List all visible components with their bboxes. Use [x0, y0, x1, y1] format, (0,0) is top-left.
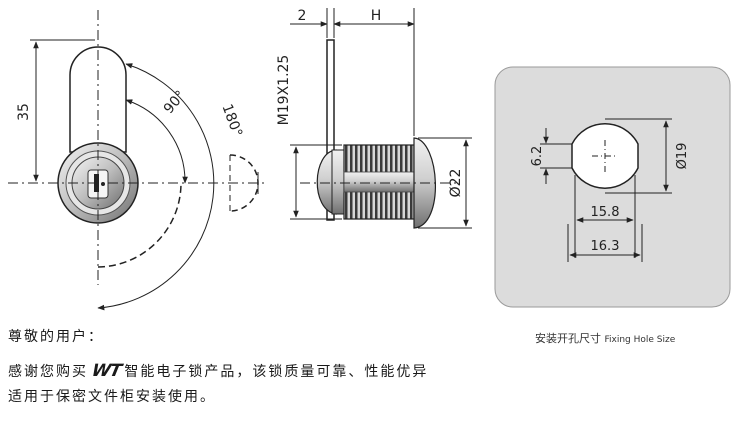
- greeting-text: 尊敬的用户：: [8, 329, 104, 345]
- intro-line-2: 适用于保密文件柜安装使用。: [8, 389, 216, 405]
- fixing-hole-caption: 安装开孔尺寸 Fixing Hole Size: [535, 330, 675, 346]
- technical-drawing: 35 90° 180° 2 H M19X: [8, 8, 731, 311]
- caption-en: Fixing Hole Size: [604, 335, 676, 345]
- caption-zh: 安装开孔尺寸: [535, 332, 601, 345]
- side-view: 2 H M19X1.25 Ø22: [276, 8, 472, 229]
- dim-hole-6-2: 6.2: [530, 146, 545, 167]
- dim-hole-15-8: 15.8: [591, 205, 620, 220]
- dim-35: 35: [16, 103, 32, 121]
- dim-length-h: H: [371, 8, 382, 24]
- dim-angle-90: 90°: [161, 88, 189, 117]
- dim-hole-16-3: 16.3: [591, 239, 620, 254]
- dim-thickness-2: 2: [298, 8, 307, 24]
- dim-thread: M19X1.25: [276, 55, 292, 126]
- intro-line-1-start: 感谢您购买: [8, 364, 88, 380]
- intro-line-1-end: 智能电子锁产品，该锁质量可靠、性能优异: [124, 364, 429, 380]
- dim-angle-180: 180°: [218, 102, 245, 139]
- brand-logo: WT: [89, 361, 123, 381]
- dim-diameter-22: Ø22: [448, 169, 464, 198]
- cam-plate: [326, 39, 335, 221]
- front-view: 35 90° 180°: [8, 10, 265, 311]
- dim-hole-diameter-19: Ø19: [675, 143, 690, 170]
- fixing-hole-panel: 6.2 Ø19 15.8 16.3: [494, 66, 731, 308]
